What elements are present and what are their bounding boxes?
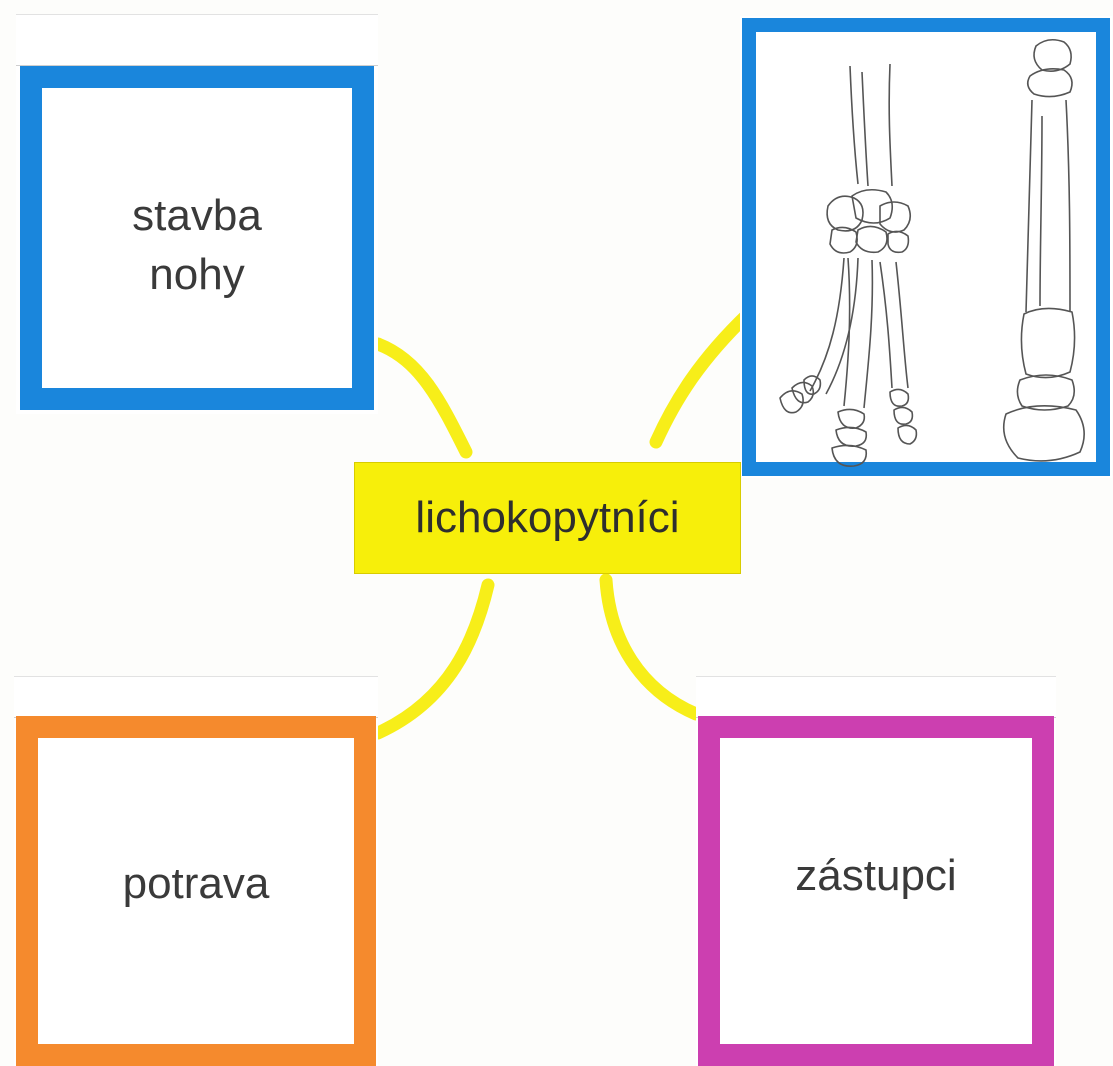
- card-label-food: potrava: [14, 854, 378, 913]
- card-top-strip: [14, 676, 378, 718]
- card-food: potrava: [14, 676, 378, 1066]
- card-top-strip: [696, 676, 1056, 718]
- card-label-structure: stavba nohy: [16, 186, 378, 305]
- card-structure: stavba nohy: [16, 14, 378, 414]
- card-leg-image: [740, 16, 1112, 478]
- center-topic-label: lichokopytníci: [415, 493, 679, 543]
- card-top-strip: [16, 14, 378, 66]
- connector-to-representatives: [606, 580, 696, 714]
- connector-to-leg-image: [656, 314, 748, 442]
- center-topic: lichokopytníci: [354, 462, 741, 574]
- horse-leg-skeleton-image: [740, 16, 1112, 478]
- card-label-representatives: zástupci: [696, 846, 1056, 905]
- connector-to-food: [378, 585, 488, 733]
- connector-to-structure: [378, 344, 466, 452]
- card-representatives: zástupci: [696, 676, 1056, 1066]
